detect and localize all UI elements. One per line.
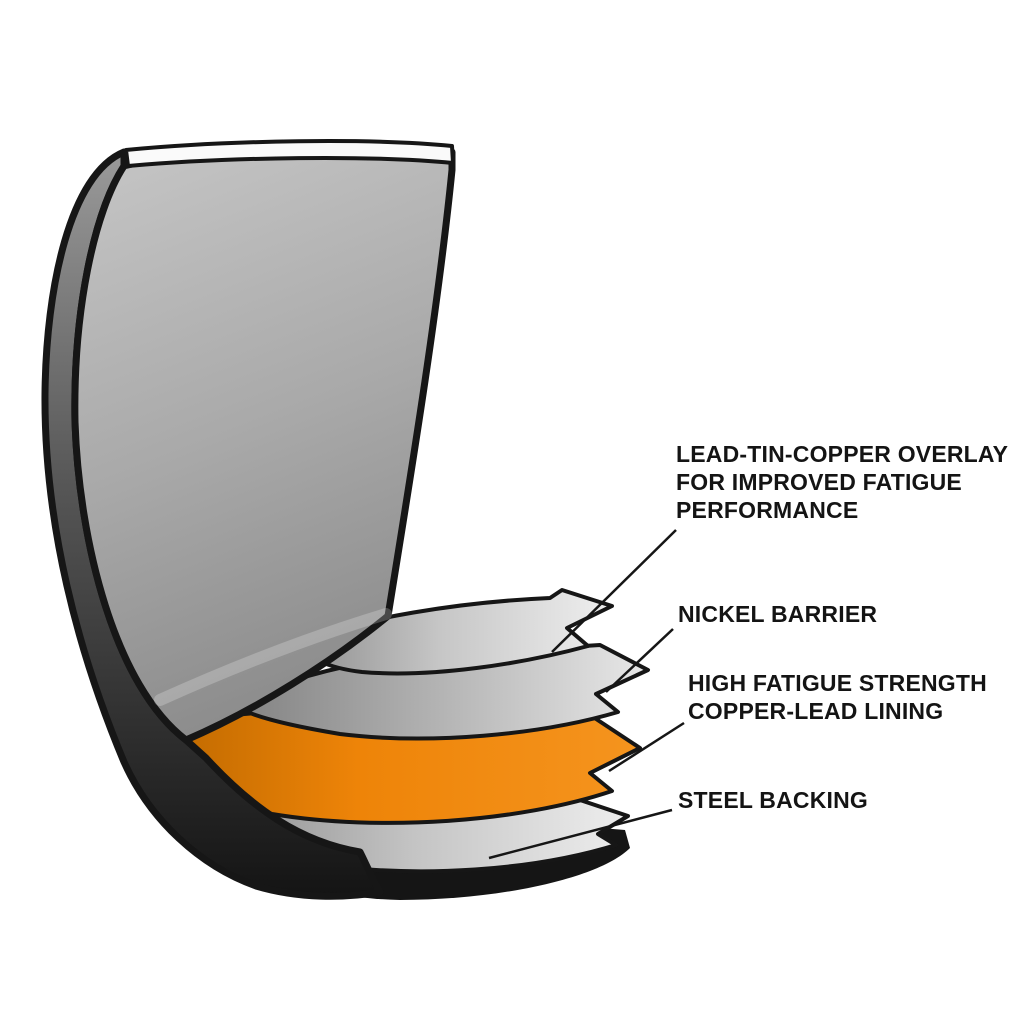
label-line: HIGH FATIGUE STRENGTH bbox=[688, 670, 987, 696]
label-line: LEAD-TIN-COPPER OVERLAY bbox=[676, 441, 1009, 467]
label-line: NICKEL BARRIER bbox=[678, 601, 878, 627]
label-lead-tin-copper-overlay: LEAD-TIN-COPPER OVERLAY FOR IMPROVED FAT… bbox=[676, 440, 1008, 524]
label-steel-backing: STEEL BACKING bbox=[678, 786, 868, 814]
overlay-layer bbox=[296, 588, 614, 676]
bore-highlight bbox=[154, 608, 392, 706]
label-nickel-barrier: NICKEL BARRIER bbox=[678, 600, 877, 628]
label-line: COPPER-LEAD LINING bbox=[688, 698, 944, 724]
shell-top-edge bbox=[124, 139, 455, 168]
label-line: STEEL BACKING bbox=[678, 787, 869, 813]
leader-line-nickel bbox=[605, 628, 674, 693]
leader-line-overlay bbox=[551, 529, 677, 653]
leader-line-copper-lead bbox=[608, 721, 685, 773]
label-copper-lead-lining: HIGH FATIGUE STRENGTH COPPER-LEAD LINING bbox=[688, 669, 987, 725]
leader-line-steel bbox=[488, 808, 673, 860]
label-line: FOR IMPROVED FATIGUE bbox=[676, 469, 962, 495]
label-line: PERFORMANCE bbox=[676, 497, 859, 523]
